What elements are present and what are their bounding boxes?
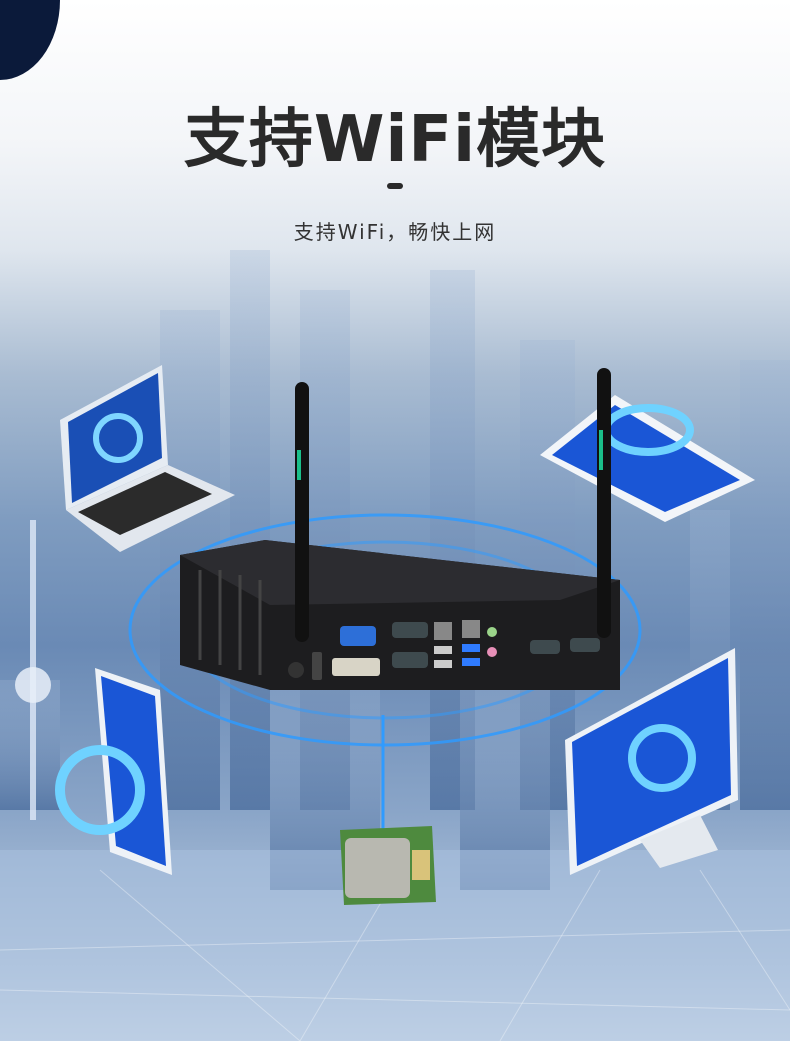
title-divider xyxy=(387,183,403,189)
usb3-port xyxy=(462,658,480,666)
vga-port xyxy=(340,626,376,646)
audio-port xyxy=(487,627,497,637)
usb3-port xyxy=(462,644,480,652)
tablet-icon xyxy=(540,395,755,522)
wifi-module-icon xyxy=(340,826,436,905)
phone-icon xyxy=(55,668,172,875)
mini-pc-icon xyxy=(180,540,620,690)
com-port xyxy=(392,652,428,668)
page-title: 支持WiFi模块 xyxy=(183,103,607,177)
usb-port xyxy=(434,646,452,654)
lan-port xyxy=(462,620,480,638)
hdmi-port xyxy=(312,652,322,680)
antenna-icon xyxy=(295,382,309,642)
antenna-icon xyxy=(597,368,611,638)
audio-port xyxy=(487,647,497,657)
power-jack xyxy=(288,662,304,678)
lan-port xyxy=(434,622,452,640)
dvi-port xyxy=(332,658,380,676)
page-subtitle: 支持WiFi，畅快上网 xyxy=(293,220,497,244)
signal-ring xyxy=(128,513,642,747)
com-port xyxy=(392,622,428,638)
usb-port xyxy=(434,660,452,668)
monitor-icon xyxy=(565,648,738,875)
laptop-icon xyxy=(60,365,235,552)
